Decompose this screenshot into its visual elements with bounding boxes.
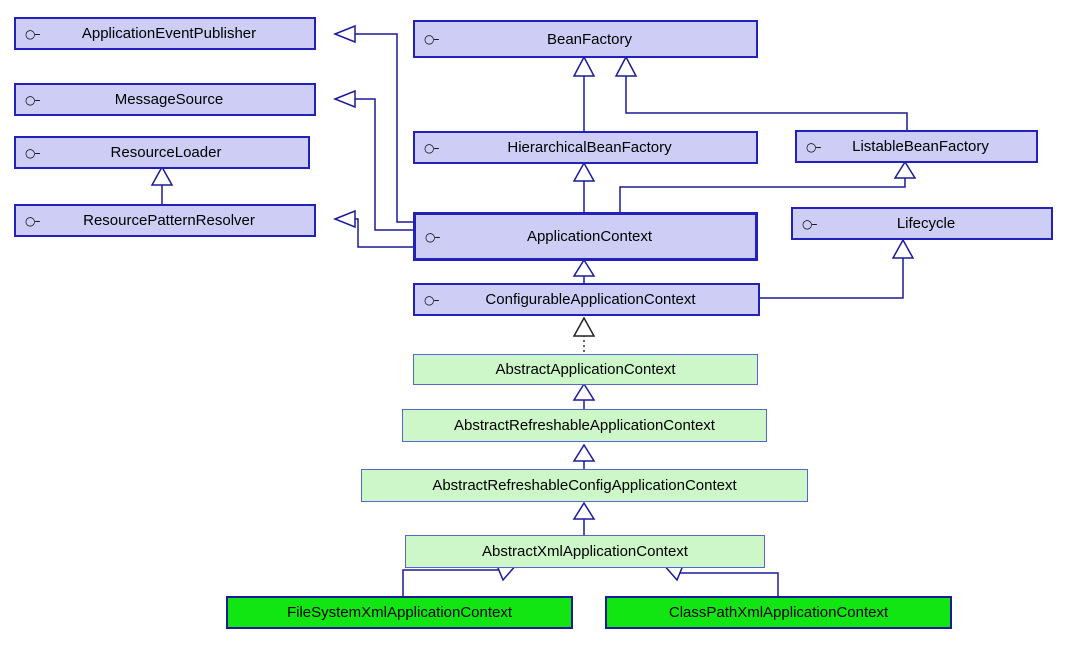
interface-icon: ○– xyxy=(425,229,441,244)
interface-icon: ○– xyxy=(802,216,818,231)
box-abstract-xml-application-context[interactable]: AbstractXmlApplicationContext xyxy=(405,535,765,568)
box-label: ApplicationEventPublisher xyxy=(81,25,257,42)
box-label: ListableBeanFactory xyxy=(852,138,989,155)
box-label: MessageSource xyxy=(114,91,224,108)
box-label: AbstractApplicationContext xyxy=(495,361,676,378)
box-abstract-refreshable-config-application-context[interactable]: AbstractRefreshableConfigApplicationCont… xyxy=(361,469,808,502)
box-application-context[interactable]: ○– ApplicationContext xyxy=(413,212,758,261)
box-label: ApplicationContext xyxy=(526,228,653,245)
box-label: AbstractRefreshableApplicationContext xyxy=(454,417,715,434)
box-application-event-publisher[interactable]: ○– ApplicationEventPublisher xyxy=(14,17,316,50)
box-label: Lifecycle xyxy=(896,215,956,232)
interface-icon: ○– xyxy=(25,26,41,41)
interface-icon: ○– xyxy=(424,140,440,155)
interface-icon: ○– xyxy=(25,145,41,160)
box-label: AbstractRefreshableConfigApplicationCont… xyxy=(432,477,737,494)
box-label: ResourcePatternResolver xyxy=(83,212,255,229)
box-label: AbstractXmlApplicationContext xyxy=(482,543,688,560)
box-class-path-xml-application-context[interactable]: ClassPathXmlApplicationContext xyxy=(605,596,952,629)
box-lifecycle[interactable]: ○– Lifecycle xyxy=(791,207,1053,240)
box-file-system-xml-application-context[interactable]: FileSystemXmlApplicationContext xyxy=(226,596,573,629)
box-label: ResourceLoader xyxy=(110,144,222,161)
box-abstract-refreshable-application-context[interactable]: AbstractRefreshableApplicationContext xyxy=(402,409,767,442)
box-resource-pattern-resolver[interactable]: ○– ResourcePatternResolver xyxy=(14,204,316,237)
box-listable-bean-factory[interactable]: ○– ListableBeanFactory xyxy=(795,130,1038,163)
box-label: ConfigurableApplicationContext xyxy=(485,291,696,308)
box-label: BeanFactory xyxy=(546,30,633,48)
interface-icon: ○– xyxy=(806,139,822,154)
box-configurable-application-context[interactable]: ○– ConfigurableApplicationContext xyxy=(413,283,760,316)
interface-icon: ○– xyxy=(424,292,440,307)
interface-icon: ○– xyxy=(25,92,41,107)
box-label: FileSystemXmlApplicationContext xyxy=(286,604,513,621)
box-message-source[interactable]: ○– MessageSource xyxy=(14,83,316,116)
interface-icon: ○– xyxy=(424,32,440,46)
interface-icon: ○– xyxy=(25,213,41,228)
box-label: ClassPathXmlApplicationContext xyxy=(668,604,889,621)
box-abstract-application-context[interactable]: AbstractApplicationContext xyxy=(413,354,758,385)
box-bean-factory[interactable]: ○– BeanFactory xyxy=(413,20,758,58)
box-hierarchical-bean-factory[interactable]: ○– HierarchicalBeanFactory xyxy=(413,131,758,164)
box-label: HierarchicalBeanFactory xyxy=(507,139,672,156)
box-resource-loader[interactable]: ○– ResourceLoader xyxy=(14,136,310,169)
